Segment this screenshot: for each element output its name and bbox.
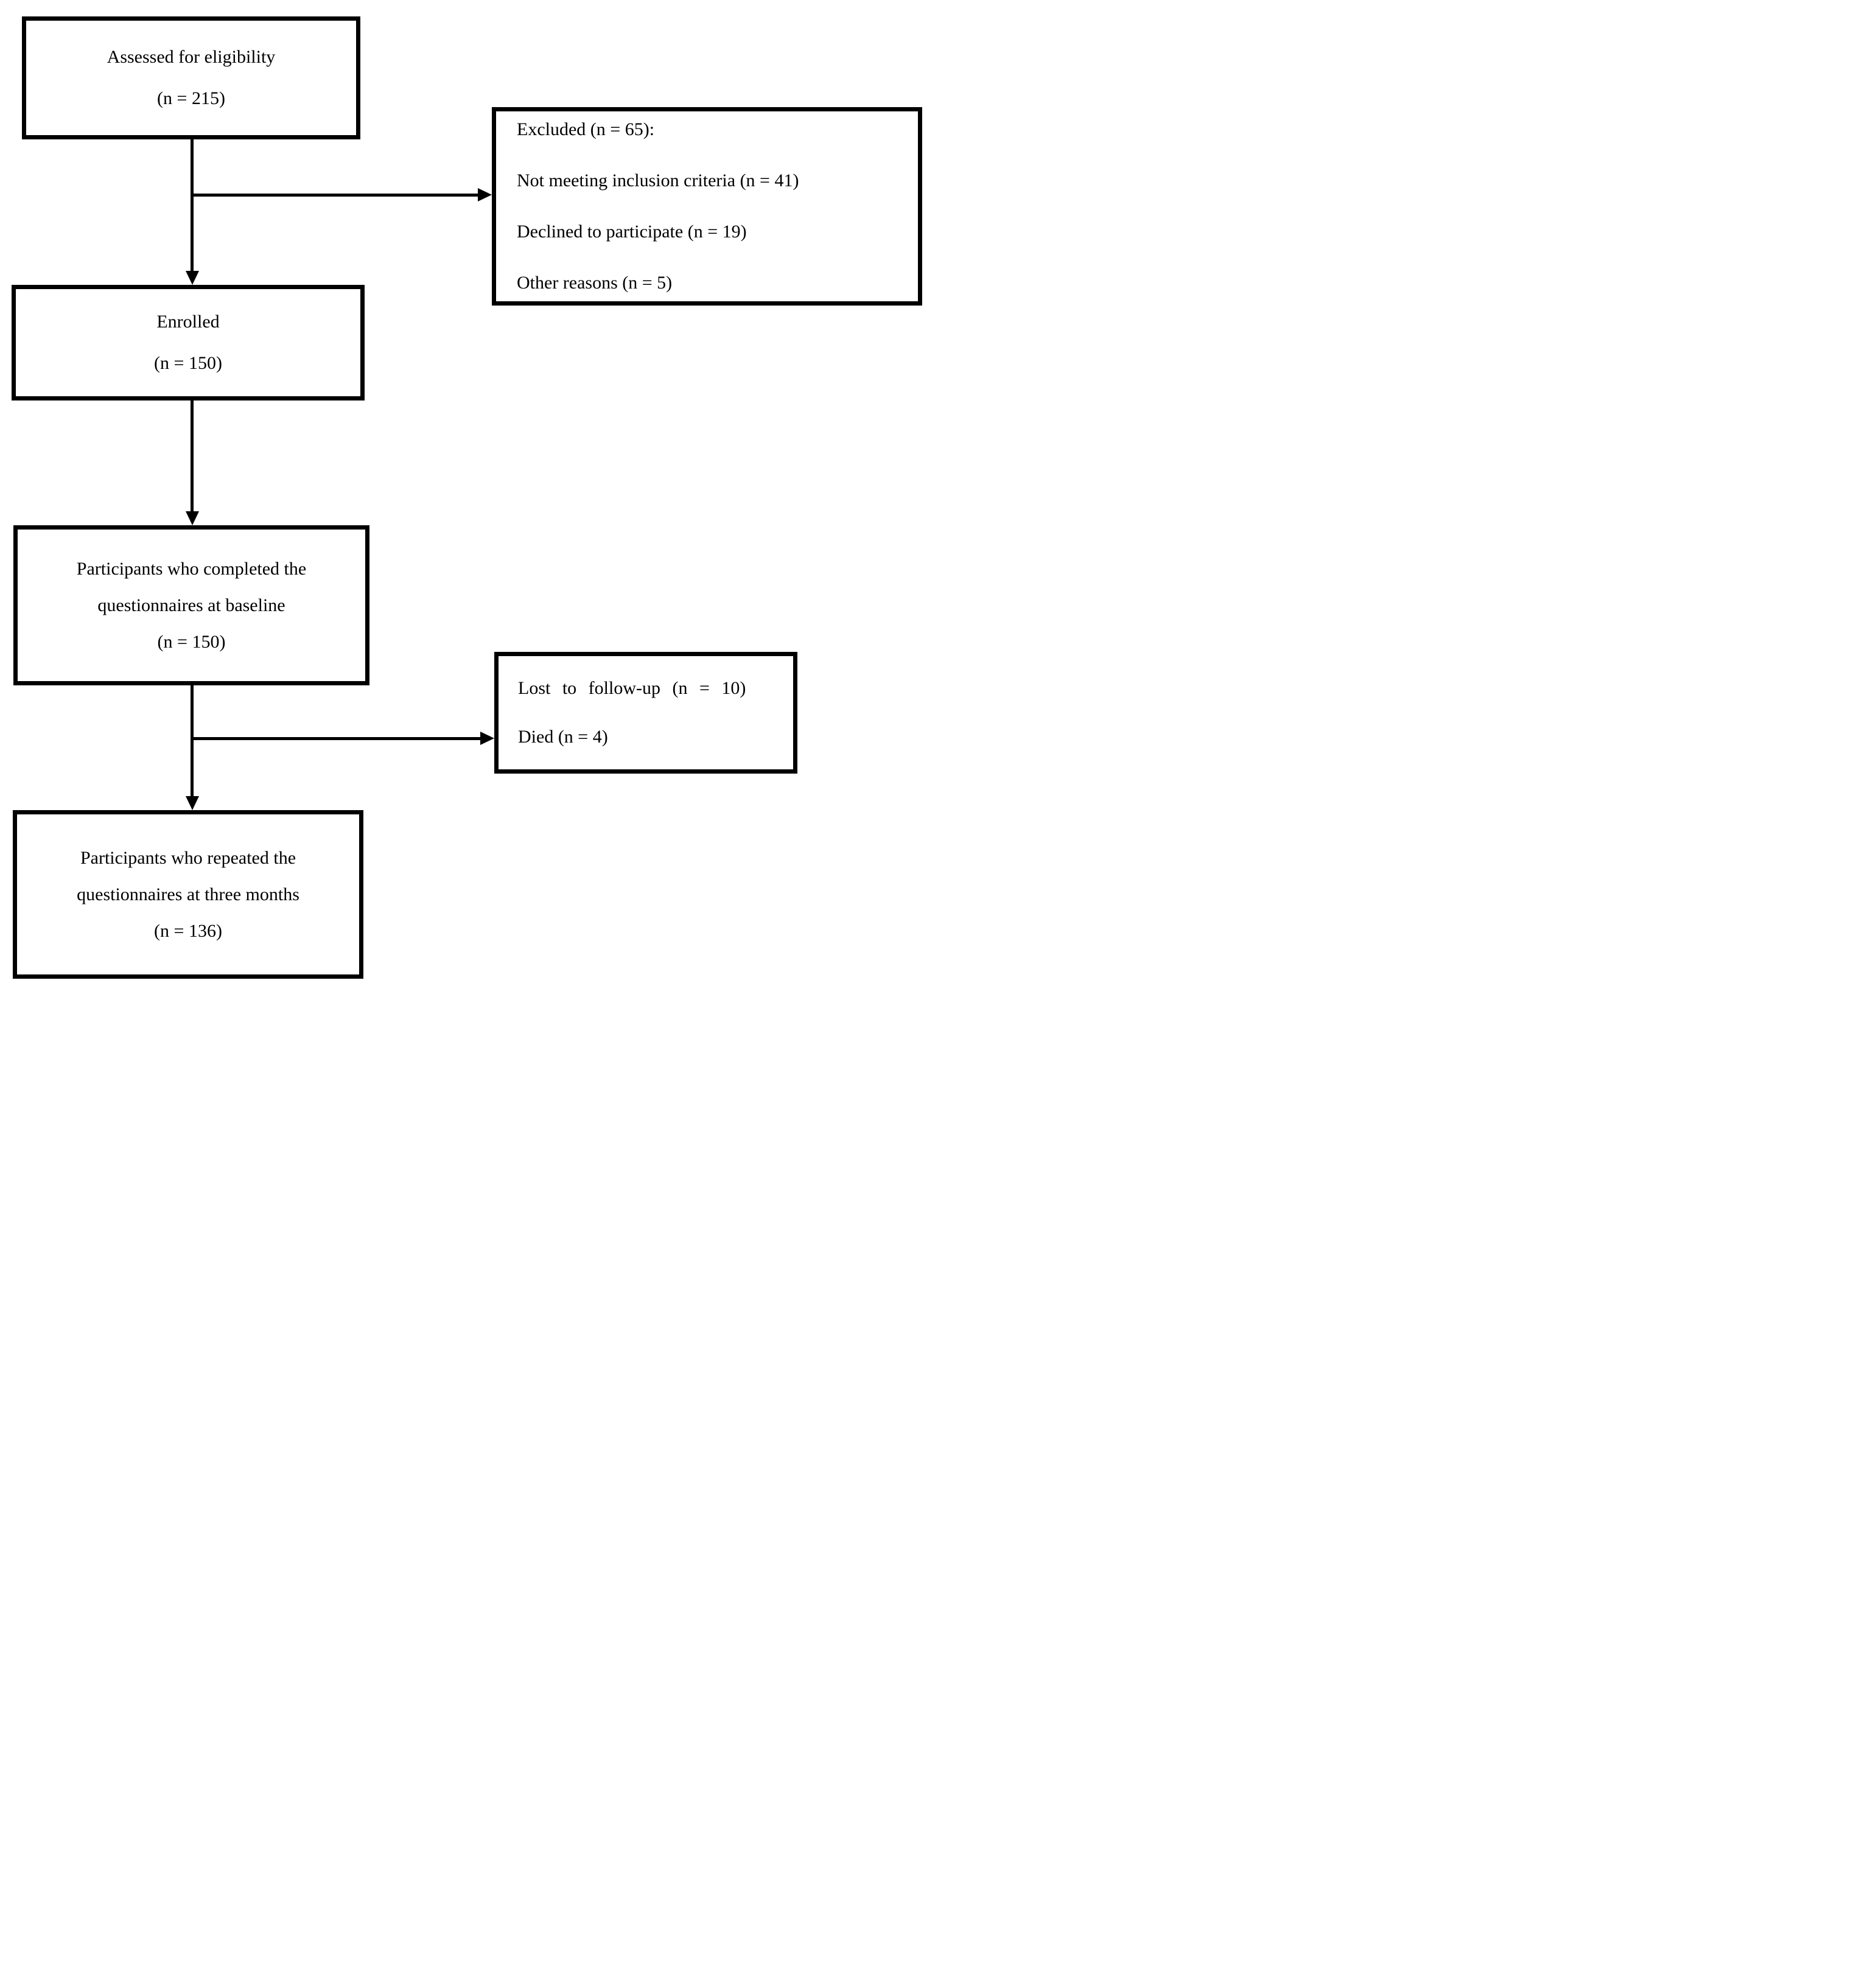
baseline-label-line1: Participants who completed the bbox=[76, 558, 307, 579]
flow-diagram: Assessed for eligibility (n = 215) Exclu… bbox=[0, 0, 938, 985]
excluded-reason-inclusion-criteria: Not meeting inclusion criteria (n = 41) bbox=[517, 170, 799, 191]
arrowhead-right-to-excluded-icon bbox=[478, 188, 492, 201]
three-months-label-line2: questionnaires at three months bbox=[77, 884, 299, 904]
lost-to-followup-line: Lost to follow-up (n = 10) bbox=[518, 678, 746, 698]
enrolled-count: (n = 150) bbox=[154, 353, 222, 373]
arrowhead-down-to-enrolled-icon bbox=[186, 271, 199, 285]
excluded-reason-other: Other reasons (n = 5) bbox=[517, 273, 673, 293]
assessed-eligibility-box: Assessed for eligibility (n = 215) bbox=[22, 16, 360, 139]
connector-baseline-to-three-months bbox=[191, 685, 194, 798]
excluded-reason-declined: Declined to participate (n = 19) bbox=[517, 222, 747, 242]
excluded-box: Excluded (n = 65): Not meeting inclusion… bbox=[492, 107, 922, 306]
baseline-count: (n = 150) bbox=[157, 631, 226, 652]
arrowhead-down-to-three-months-icon bbox=[186, 796, 199, 810]
assessed-eligibility-label: Assessed for eligibility bbox=[107, 47, 276, 67]
connector-baseline-to-lost-followup bbox=[192, 737, 481, 740]
connector-assessed-to-excluded bbox=[192, 194, 480, 197]
excluded-heading: Excluded (n = 65): bbox=[517, 119, 655, 139]
arrowhead-right-to-lost-followup-icon bbox=[480, 732, 494, 745]
three-months-count: (n = 136) bbox=[154, 920, 222, 941]
arrowhead-down-to-baseline-icon bbox=[186, 511, 199, 525]
lost-to-followup-box: Lost to follow-up (n = 10) Died (n = 4) bbox=[494, 652, 797, 774]
three-months-questionnaires-box: Participants who repeated the questionna… bbox=[13, 810, 363, 979]
baseline-label-line2: questionnaires at baseline bbox=[97, 595, 285, 615]
baseline-questionnaires-box: Participants who completed the questionn… bbox=[13, 525, 369, 685]
enrolled-label: Enrolled bbox=[156, 312, 220, 332]
three-months-label-line1: Participants who repeated the bbox=[80, 847, 296, 868]
assessed-eligibility-count: (n = 215) bbox=[157, 88, 225, 108]
enrolled-box: Enrolled (n = 150) bbox=[12, 285, 365, 400]
connector-enrolled-to-baseline bbox=[191, 400, 194, 513]
connector-assessed-to-enrolled bbox=[191, 139, 194, 273]
died-line: Died (n = 4) bbox=[518, 727, 608, 747]
